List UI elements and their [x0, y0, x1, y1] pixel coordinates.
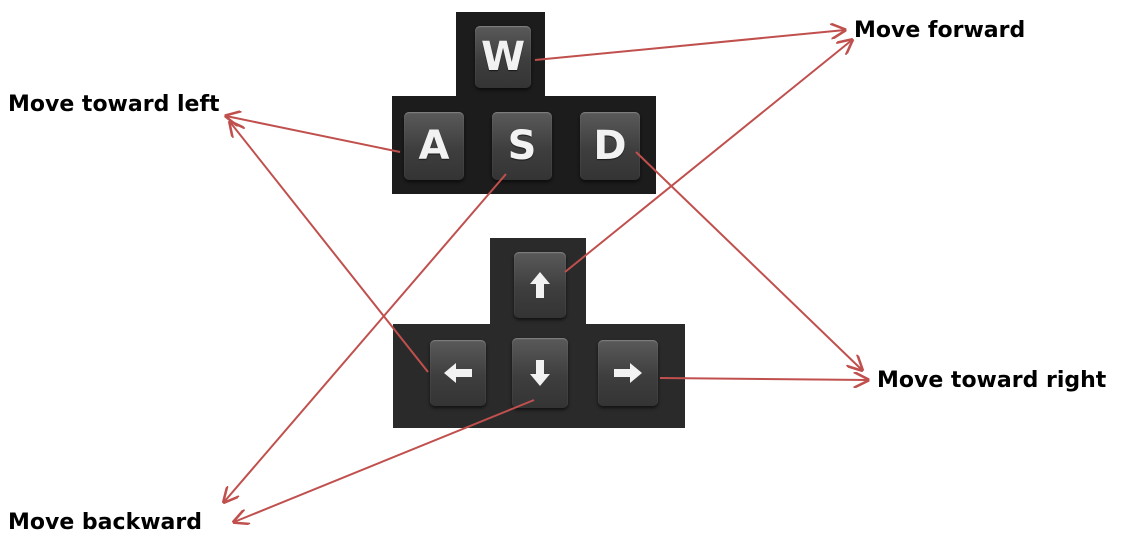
label-move-forward: Move forward [854, 18, 1026, 43]
label-move-toward-left: Move toward left [8, 92, 220, 117]
arrow-down-icon [529, 359, 551, 387]
arrow-up-icon [529, 271, 551, 299]
arrow-left-icon [443, 362, 473, 384]
key-w: W [475, 26, 531, 88]
key-arrow-up [514, 252, 566, 318]
key-s: S [492, 112, 552, 180]
key-arrow-down [512, 338, 568, 408]
arrow-w-to-forward [534, 30, 845, 61]
key-arrow-right [598, 340, 658, 406]
label-move-toward-right: Move toward right [877, 368, 1107, 393]
arrow-a-to-left [226, 116, 401, 153]
key-d: D [580, 112, 640, 180]
arrow-right-icon [613, 362, 643, 384]
label-move-backward: Move backward [8, 510, 202, 535]
key-arrow-left [430, 340, 486, 406]
arrow-right-key-to-right [659, 378, 868, 380]
key-a: A [404, 112, 464, 180]
